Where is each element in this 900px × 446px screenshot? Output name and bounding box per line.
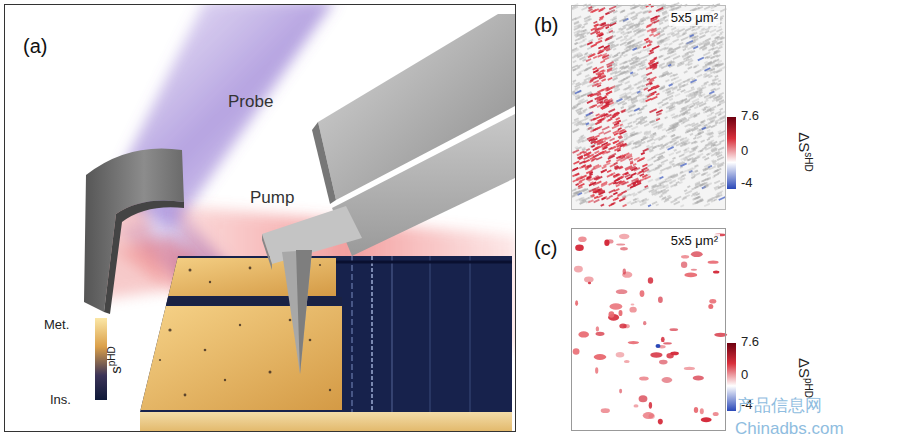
panel-letter: (c) [534,237,557,260]
axis-symbol: ΔS [796,358,813,378]
tick-label: 7.6 [741,335,759,350]
axis-superscript: pHD [106,346,117,366]
axis-symbol: ΔS [796,132,813,152]
tick-label: 7.6 [741,109,759,124]
tick-label: 0 [741,368,748,383]
axis-title: spHD [106,346,126,374]
axis-title: ΔSsHD [794,132,814,171]
beam-label: Pump [250,188,294,208]
scale-end: Met. [44,318,69,333]
tick-label: 0 [741,144,748,159]
panel-c: (c)5x5 μm² [571,228,726,431]
axis-superscript: pHD [803,378,814,398]
beam-label: Probe [228,92,273,112]
scan-size: 5x5 μm² [669,11,720,26]
tick-label: -4 [741,176,753,191]
scan-size: 5x5 μm² [669,234,720,249]
axis-symbol: s [107,366,124,374]
axis-superscript: sHD [803,152,814,171]
watermark: 产品信息网 [737,396,822,416]
scale-end: Ins. [50,393,71,408]
panel-letter: (b) [534,14,558,37]
watermark: Chinadbs.com [735,419,844,439]
panel-letter: (a) [23,35,47,58]
axis-title: ΔSpHD [794,358,814,398]
panel-b: (b)5x5 μm² [571,5,726,210]
panel-a: (a) [4,4,516,432]
